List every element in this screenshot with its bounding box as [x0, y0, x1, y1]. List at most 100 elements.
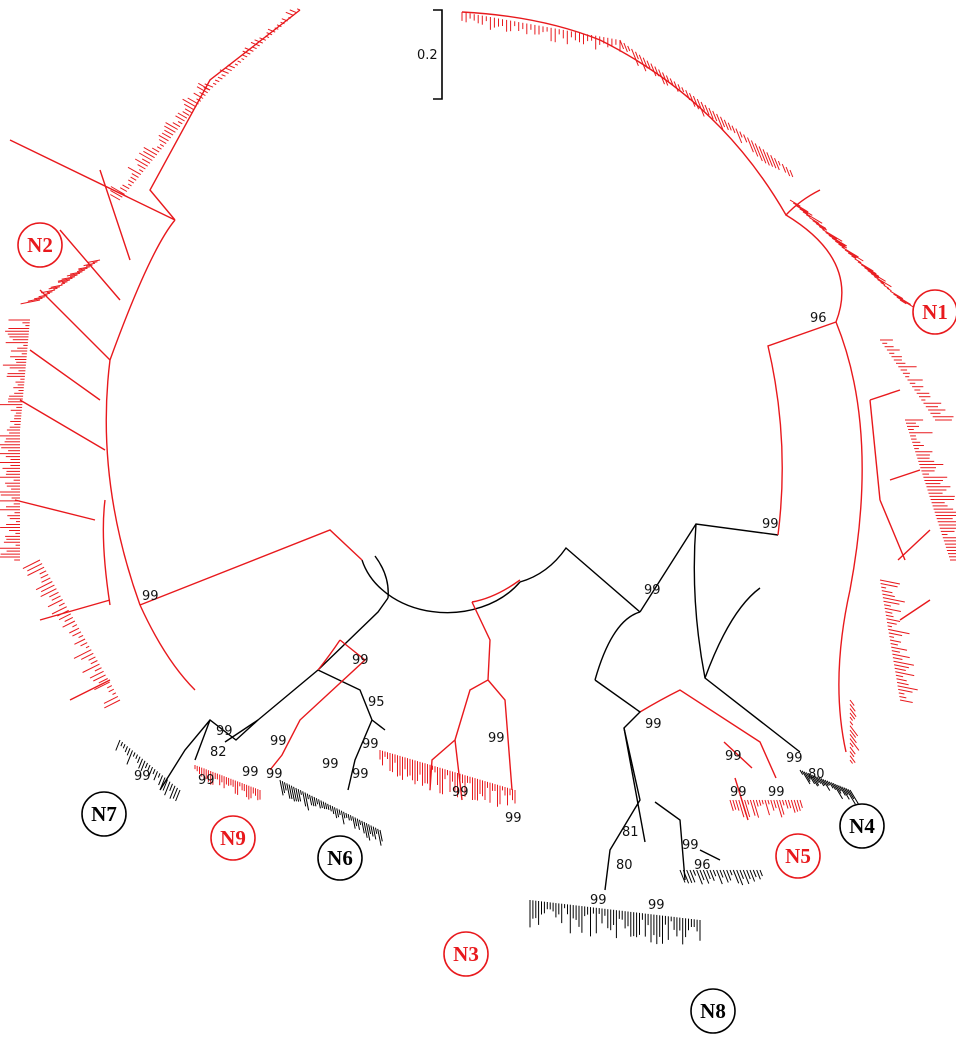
leaf-tip [897, 681, 909, 686]
leaf-tip [815, 223, 828, 231]
leaf-tip [377, 828, 382, 846]
leaf-tip [762, 149, 770, 166]
leaf-tip [158, 139, 167, 145]
leaf-tip [831, 237, 846, 247]
leaf-tip [27, 563, 43, 572]
n1-subclade-2 [879, 499, 931, 621]
n8-sub-1 [604, 727, 641, 891]
leaf-tip [38, 294, 48, 298]
leaf-tip [870, 273, 879, 279]
leaf-tip [814, 775, 820, 783]
n1-top-arc [461, 11, 787, 216]
leaf-tip [892, 653, 910, 659]
clade-labels: N1 N2 N3 N4 N5 N6 N7 N8 [17, 222, 956, 1034]
leaf-tip [894, 667, 906, 671]
leaf-tip [44, 292, 51, 295]
leaf-tip [828, 234, 848, 247]
clade-n9: N9 [210, 815, 256, 861]
scale-bar: 0.2 [417, 9, 443, 100]
leaf-tip [650, 63, 657, 77]
leaf-tip [790, 799, 796, 813]
bootstrap-value: 99 [452, 785, 469, 800]
leaf-tip [658, 69, 665, 85]
bootstrap-value: 99 [362, 737, 379, 752]
leaf-tip [654, 66, 660, 77]
leaf-tip [175, 115, 185, 122]
leaf-tip [106, 685, 113, 689]
leaf-tip [887, 621, 897, 625]
leaf-tip [241, 58, 245, 61]
leaf-tip [779, 799, 785, 815]
leaf-tip [686, 869, 693, 883]
leaf-tip [646, 60, 651, 69]
leaf-tip [635, 51, 639, 60]
leaf-tip [74, 638, 86, 645]
leaf-tips [0, 8, 956, 945]
leaf-tip [266, 32, 273, 36]
n2-long-branch [139, 529, 363, 606]
leaf-tip [329, 804, 332, 812]
left-black-stem [224, 597, 389, 743]
n1-right-arc [835, 321, 863, 753]
leaf-tip [379, 829, 383, 842]
leaf-tip [890, 643, 899, 646]
leaf-tip [77, 269, 86, 273]
leaf-tip [152, 769, 156, 775]
n1-outer-arc [784, 189, 843, 323]
leaf-tip [48, 286, 61, 290]
leaf-tip [88, 656, 96, 661]
leaf-tip [20, 299, 41, 305]
bootstrap-value: 99 [488, 731, 505, 746]
leaf-tip [73, 649, 92, 659]
leaf-tip [108, 688, 115, 693]
leaf-tip [214, 79, 220, 83]
scale-bar-label: 0.2 [417, 48, 438, 63]
n8-sub-2 [654, 801, 721, 881]
leaf-tip [849, 759, 854, 764]
leaf-tip [289, 9, 298, 14]
leaf-tip [685, 90, 691, 101]
leaf-tip [756, 869, 761, 880]
leaf-tip [893, 660, 914, 666]
leaf-tip [322, 801, 326, 810]
leaf-tip [331, 806, 335, 815]
leaf-tip [302, 791, 307, 807]
leaf-tip [265, 35, 270, 39]
leaf-tip [131, 173, 139, 178]
leaf-tip [759, 869, 763, 877]
leaf-tip [58, 279, 71, 283]
leaf-tip [619, 39, 625, 50]
leaf-tip [741, 799, 747, 815]
leaf-tip [849, 725, 859, 737]
leaf-tip [242, 54, 248, 58]
bootstrap-value: 99 [648, 898, 665, 913]
leaf-tip [767, 799, 770, 805]
leaf-tip [183, 103, 195, 111]
leaf-tip [722, 869, 729, 883]
bootstrap-value: 99 [216, 724, 233, 739]
leaf-tip [89, 670, 104, 679]
leaf-tip [274, 27, 279, 30]
leaf-tip [849, 729, 857, 738]
leaf-tip [880, 281, 886, 286]
leaf-tip [39, 570, 47, 575]
n4-black-arc [693, 523, 801, 753]
leaf-tip [882, 593, 895, 598]
leaf-tip [259, 37, 267, 41]
leaf-tip [758, 146, 767, 164]
leaf-tip [126, 750, 133, 765]
leaf-tip [826, 780, 831, 786]
leaf-tip [325, 802, 328, 810]
leaf-tip [744, 799, 751, 818]
root-arc [361, 559, 521, 614]
leaf-tip [290, 785, 295, 802]
leaf-tip [849, 699, 855, 706]
leaf-tip [777, 160, 781, 166]
leaf-tip [773, 799, 777, 809]
bootstrap-value: 99 [682, 838, 699, 853]
leaf-tip [182, 98, 197, 108]
leaf-tip [51, 606, 67, 615]
leaf-tip [716, 869, 723, 885]
leaf-tip [164, 781, 171, 796]
leaf-tip [130, 176, 137, 181]
